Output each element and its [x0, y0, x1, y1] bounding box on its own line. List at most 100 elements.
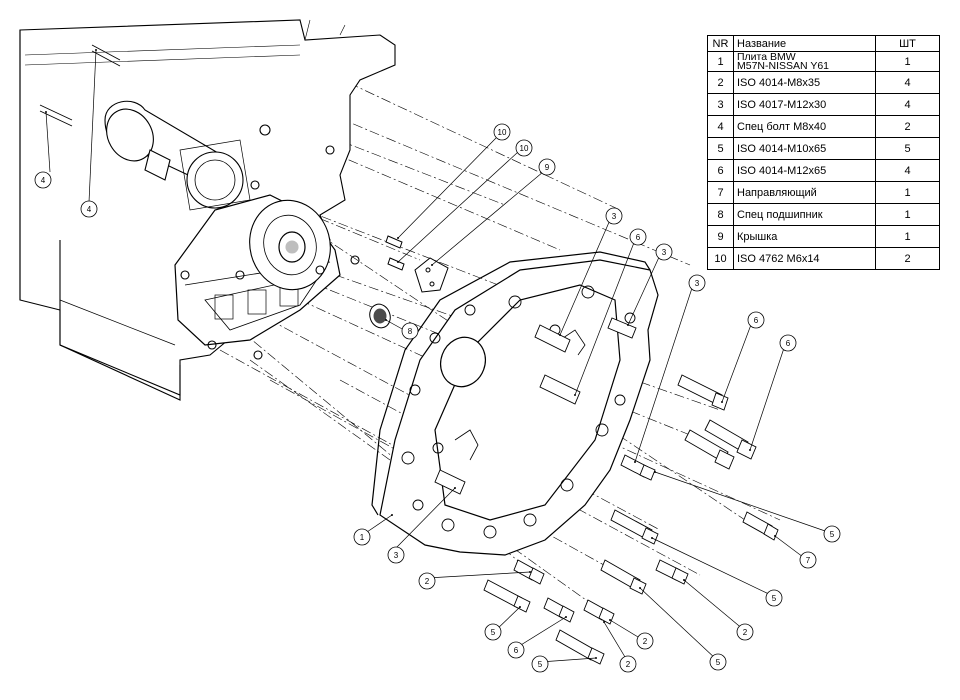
callout-bubble: 3 [605, 207, 623, 225]
cell-nr: 4 [707, 115, 734, 138]
callout-number: 6 [636, 233, 641, 242]
table-row: 2 ISO 4014-M8x35 4 [707, 71, 940, 94]
callout-bubble: 5 [484, 623, 502, 641]
callout-bubble: 7 [799, 551, 817, 569]
callout-number: 1 [360, 533, 365, 542]
callout-bubble: 1 [353, 528, 371, 546]
cell-qty: 4 [875, 159, 940, 182]
callout-bubble: 5 [823, 525, 841, 543]
callout-bubble: 8 [401, 322, 419, 340]
callout-bubble: 6 [779, 334, 797, 352]
callout-number: 6 [754, 316, 759, 325]
callout-number: 2 [425, 577, 430, 586]
callout-bubble: 5 [709, 653, 727, 671]
callout-bubble: 5 [765, 589, 783, 607]
callout-number: 2 [743, 628, 748, 637]
callout-bubble: 3 [387, 546, 405, 564]
callout-number: 10 [520, 144, 529, 153]
callout-bubble: 6 [629, 228, 647, 246]
callout-number: 4 [87, 205, 92, 214]
callout-number: 5 [716, 658, 721, 667]
cell-nr: 6 [707, 159, 734, 182]
cell-name-line2: M57N-NISSAN Y61 [737, 59, 830, 72]
callout-number: 8 [408, 327, 413, 336]
callout-bubble: 6 [747, 311, 765, 329]
cell-qty: 4 [875, 71, 940, 94]
cell-qty: 1 [875, 181, 940, 204]
callout-number: 9 [545, 163, 550, 172]
callout-number: 5 [772, 594, 777, 603]
cell-name: Спец болт M8x40 [733, 115, 876, 138]
cell-nr: 10 [707, 247, 734, 270]
callout-bubble: 5 [531, 655, 549, 673]
table-row: 10 ISO 4762 M6x14 2 [707, 247, 940, 270]
callout-number: 5 [538, 660, 543, 669]
cell-nr: 7 [707, 181, 734, 204]
cell-name: ISO 4017-M12x30 [733, 93, 876, 116]
cell-nr: 3 [707, 93, 734, 116]
callout-number: 6 [514, 646, 519, 655]
callout-number: 6 [786, 339, 791, 348]
callout-bubble: 4 [34, 171, 52, 189]
callout-number: 5 [830, 530, 835, 539]
cell-name: Спец подшипник [733, 203, 876, 226]
callout-number: 3 [394, 551, 399, 560]
cell-nr: 5 [707, 137, 734, 160]
table-row: 9 Крышка 1 [707, 225, 940, 248]
callout-number: 3 [695, 279, 700, 288]
callout-bubble: 2 [418, 572, 436, 590]
callout-bubble: 3 [688, 274, 706, 292]
callout-number: 3 [662, 248, 667, 257]
table-row: 7 Направляющий 1 [707, 181, 940, 204]
header-name: Название [733, 35, 876, 52]
cell-name: ISO 4014-M10x65 [733, 137, 876, 160]
cell-qty: 4 [875, 93, 940, 116]
cell-nr: 1 [707, 51, 734, 72]
callout-bubble: 3 [655, 243, 673, 261]
callout-bubble: 2 [736, 623, 754, 641]
cell-qty: 5 [875, 137, 940, 160]
cell-nr: 2 [707, 71, 734, 94]
callout-number: 2 [626, 660, 631, 669]
callout-number: 4 [41, 176, 46, 185]
cell-nr: 9 [707, 225, 734, 248]
table-row: 5 ISO 4014-M10x65 5 [707, 137, 940, 160]
callout-leaders [45, 49, 829, 663]
cell-name: ISO 4762 M6x14 [733, 247, 876, 270]
header-nr: NR [707, 35, 734, 52]
cover-and-bearing [369, 235, 449, 329]
callout-bubble: 4 [80, 200, 98, 218]
callout-number: 3 [612, 212, 617, 221]
adapter-plate [371, 251, 659, 556]
cell-qty: 1 [875, 51, 940, 72]
callout-bubble: 6 [507, 641, 525, 659]
callout-bubble: 10 [515, 139, 533, 157]
cell-name: ISO 4014-M8x35 [733, 71, 876, 94]
table-row: 8 Спец подшипник 1 [707, 203, 940, 226]
cell-qty: 2 [875, 115, 940, 138]
cell-name: Крышка [733, 225, 876, 248]
callout-bubble: 10 [493, 123, 511, 141]
cell-qty: 1 [875, 225, 940, 248]
cell-nr: 8 [707, 203, 734, 226]
cell-name-line1: Плита BMW [737, 50, 796, 63]
callout-bubble: 2 [636, 632, 654, 650]
callout-bubble: 2 [619, 655, 637, 673]
table-row: 4 Спец болт M8x40 2 [707, 115, 940, 138]
table-row: 3 ISO 4017-M12x30 4 [707, 93, 940, 116]
table-header-row: NR Название ШТ [707, 35, 940, 52]
callout-number: 7 [806, 556, 811, 565]
cell-name: Направляющий [733, 181, 876, 204]
table-row: 6 ISO 4014-M12x65 4 [707, 159, 940, 182]
callout-bubble: 9 [538, 158, 556, 176]
callout-number: 2 [643, 637, 648, 646]
callout-number: 10 [498, 128, 507, 137]
cell-name: ISO 4014-M12x65 [733, 159, 876, 182]
engine-block [19, 19, 396, 401]
cell-qty: 1 [875, 203, 940, 226]
callout-number: 5 [491, 628, 496, 637]
